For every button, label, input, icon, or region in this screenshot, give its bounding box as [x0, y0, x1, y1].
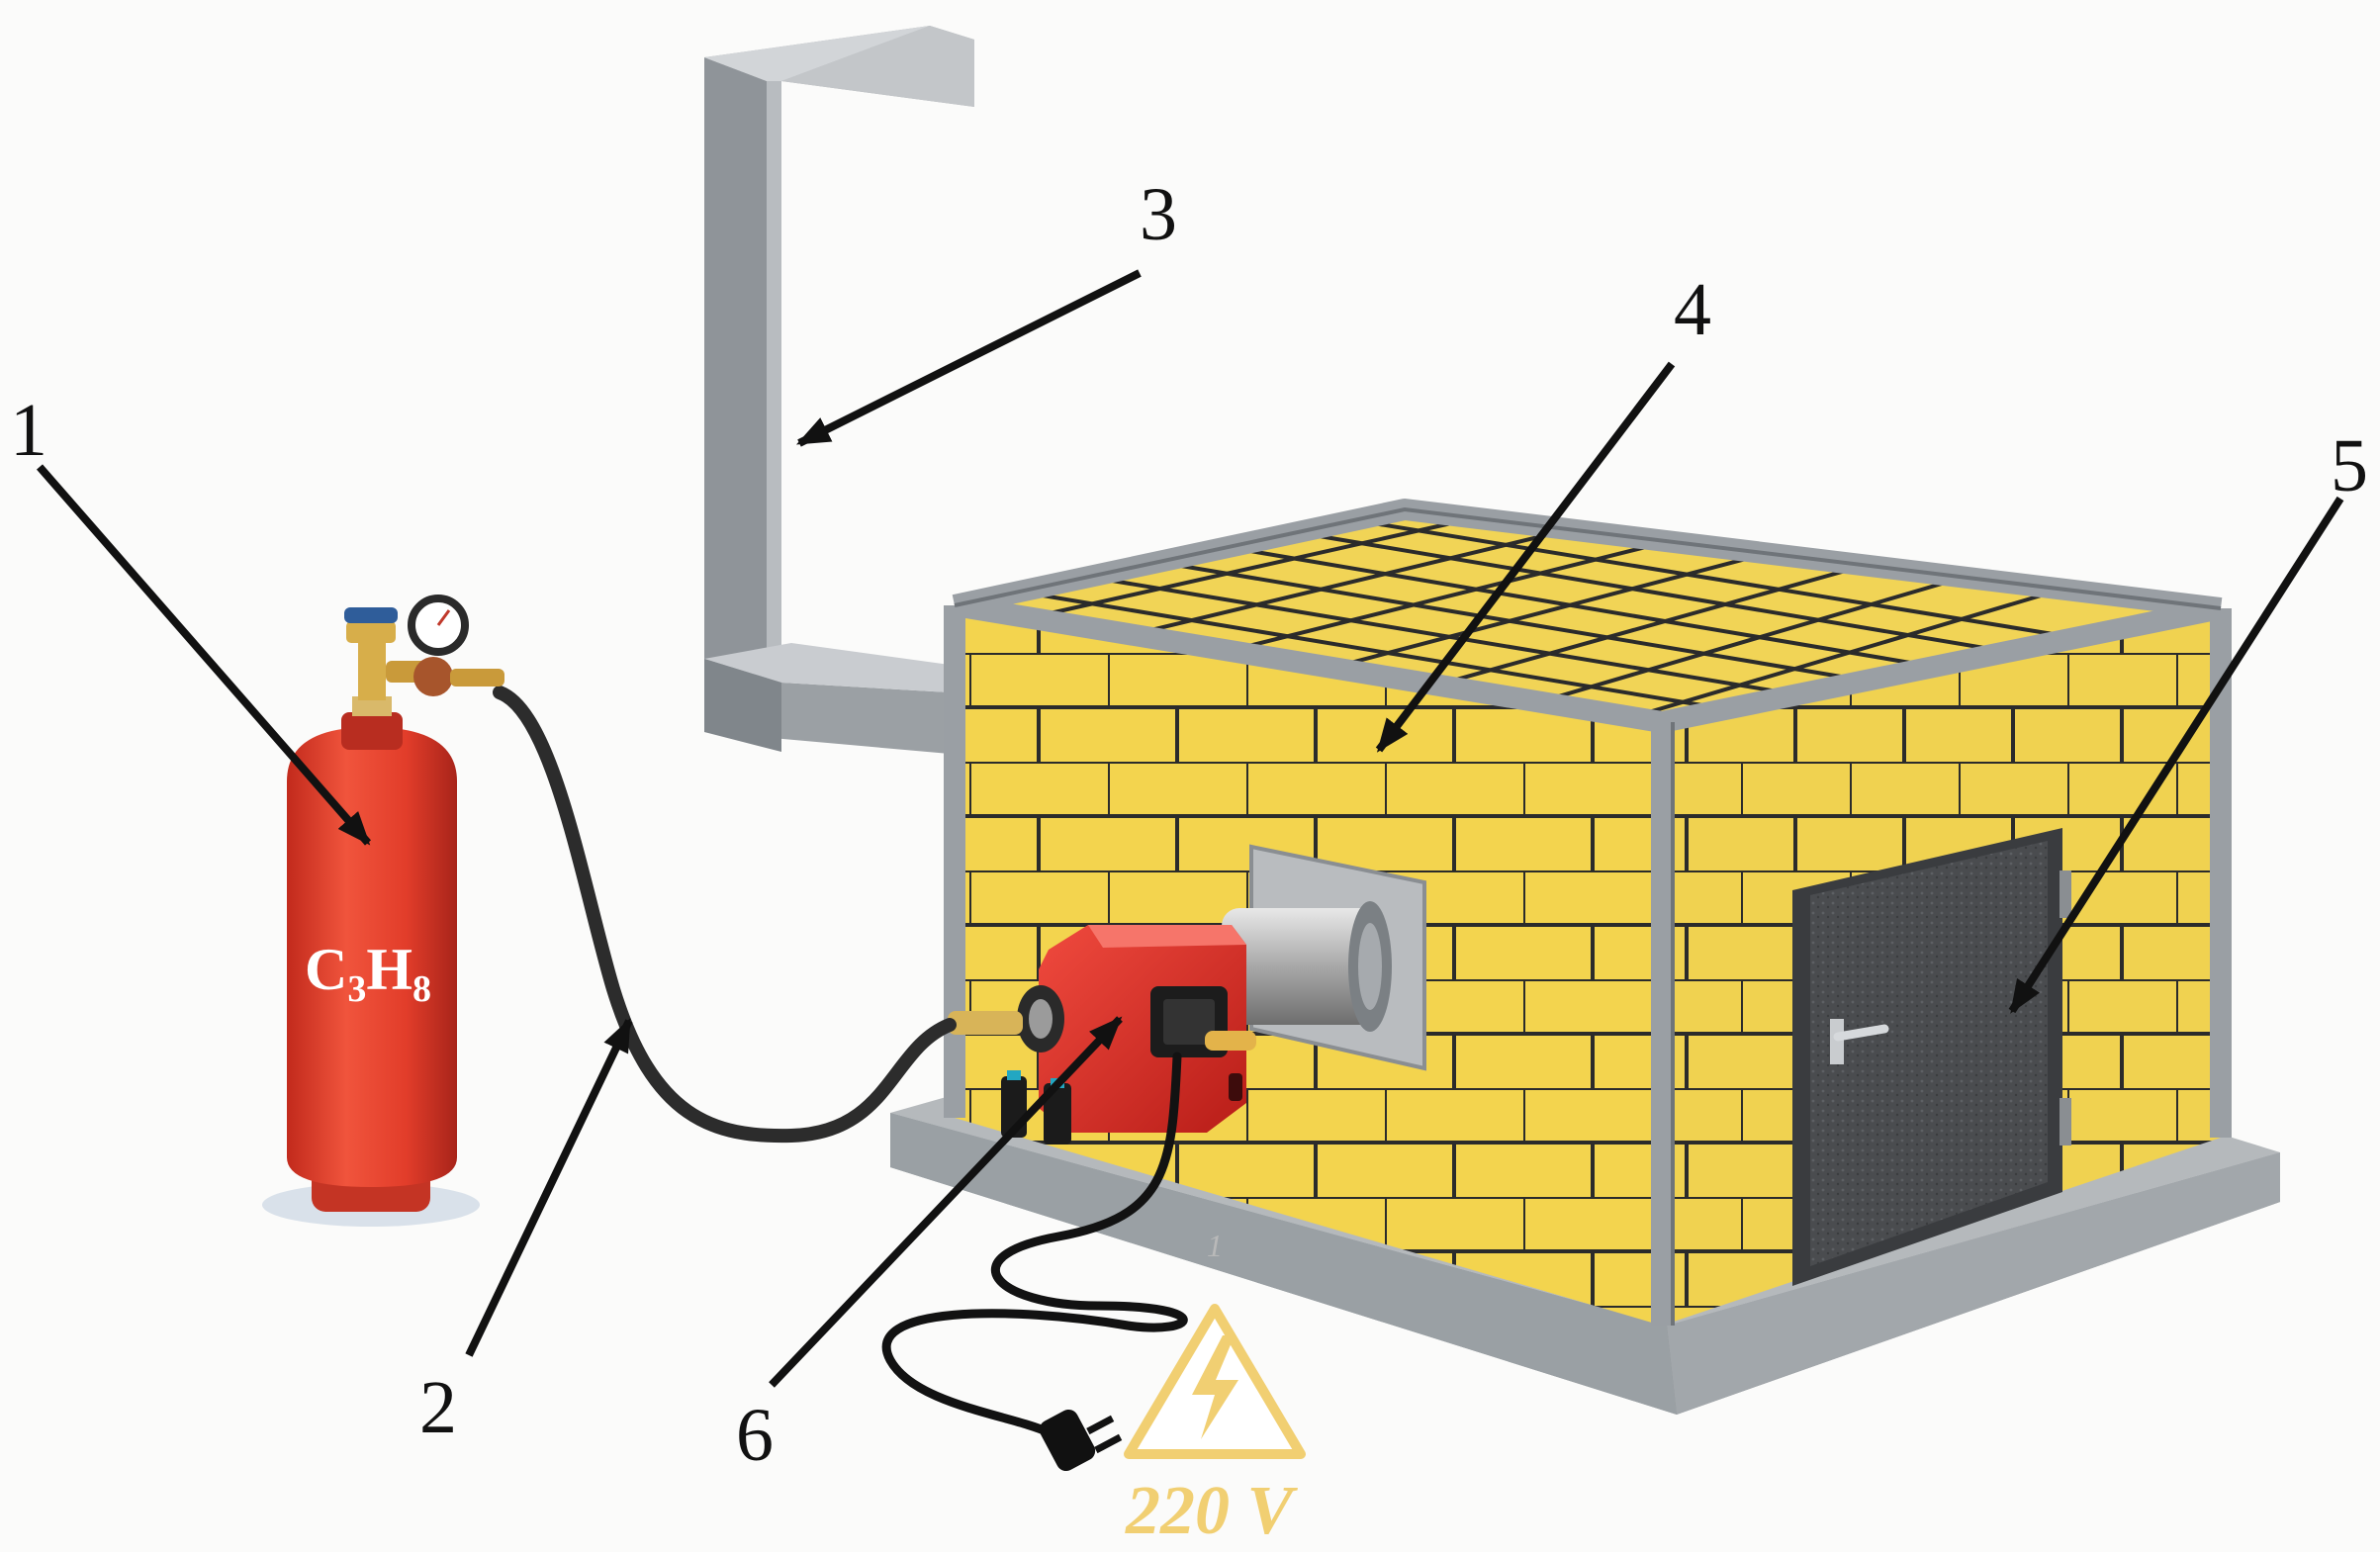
callout-4: 4	[1674, 268, 1711, 351]
leader-line-2	[465, 1017, 633, 1357]
formula-h: H	[366, 937, 412, 1002]
callout-leaders	[36, 269, 2344, 1388]
gas-burner	[948, 844, 1426, 1145]
power-cable	[881, 1052, 1188, 1437]
leader-line-6	[769, 1016, 1123, 1388]
burner-key	[1205, 1031, 1256, 1051]
power-plug-icon	[1039, 1409, 1123, 1472]
callout-3: 3	[1140, 173, 1177, 256]
door-hinge-lower	[2060, 1098, 2071, 1145]
door-hinge-upper	[2060, 870, 2071, 918]
burner-indicator-light	[1229, 1073, 1242, 1101]
callout-5: 5	[2331, 424, 2368, 507]
cylinder-valve	[358, 641, 386, 700]
leader-line-3	[795, 269, 1142, 447]
ignition-connector-right	[1044, 1083, 1071, 1145]
callout-2: 2	[419, 1366, 457, 1449]
voltage-label: 220 V	[1125, 1473, 1299, 1549]
door-handle	[1833, 1024, 1889, 1042]
formula-c: C	[305, 937, 347, 1002]
cylinder-formula-label: C3H8	[305, 937, 431, 1010]
formula-c-subscript: 3	[347, 968, 366, 1010]
callout-1: 1	[10, 389, 47, 472]
formula-h-subscript: 8	[412, 968, 431, 1010]
callout-6: 6	[736, 1394, 774, 1477]
chimney-flue	[704, 26, 974, 754]
door-handle-plate	[1830, 1019, 1844, 1064]
valve-handwheel	[344, 607, 398, 623]
furnace-door	[1792, 828, 2071, 1286]
leader-line-5	[2008, 496, 2344, 1014]
gas-cylinder: C3H8	[262, 595, 504, 1227]
gas-inlet-fitting	[948, 1011, 1023, 1035]
leader-line-4	[1375, 361, 1676, 753]
gas-hose	[493, 686, 957, 1144]
high-voltage-warning-icon	[1124, 1304, 1306, 1459]
base-marking: 1	[1207, 1228, 1223, 1263]
leader-line-1	[36, 464, 372, 846]
